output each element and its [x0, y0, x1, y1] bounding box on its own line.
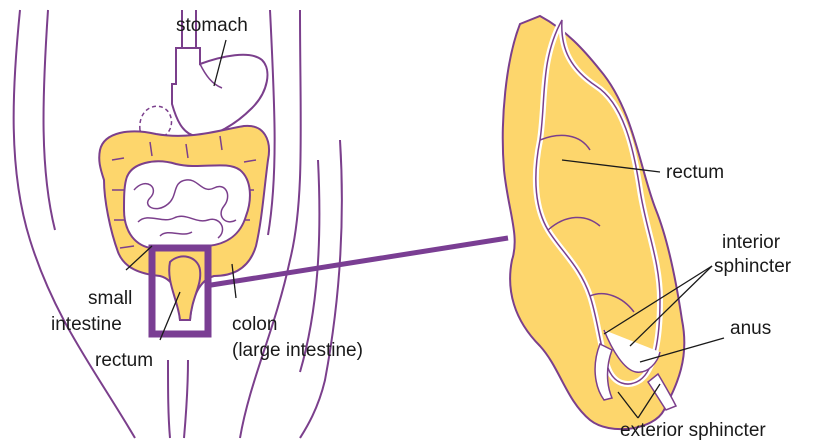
stomach-shape — [172, 48, 267, 136]
label-rectum-right: rectum — [666, 162, 724, 183]
arm-right-inner — [268, 10, 275, 235]
small-intestine-mass — [124, 161, 250, 249]
label-interior-sphincter-1: interior — [722, 232, 781, 253]
label-rectum-left: rectum — [95, 350, 153, 371]
leg-inner-right — [184, 360, 188, 438]
right-arm-outer — [300, 140, 342, 438]
arm-left-inner — [44, 10, 55, 230]
label-anus: anus — [730, 318, 771, 339]
label-exterior-sphincter: exterior sphincter — [620, 420, 766, 440]
label-stomach: stomach — [176, 15, 248, 36]
label-small-intestine-2: intestine — [51, 314, 122, 335]
label-colon-2: (large intestine) — [232, 340, 363, 361]
small-intestine — [124, 161, 250, 249]
label-colon-1: colon — [232, 314, 277, 335]
label-small-intestine-1: small — [88, 288, 132, 309]
rectum-left-shape — [169, 256, 200, 320]
leg-inner-left — [168, 360, 170, 438]
enlarged-rectum — [503, 16, 685, 429]
label-interior-sphincter-2: sphincter — [714, 256, 792, 277]
